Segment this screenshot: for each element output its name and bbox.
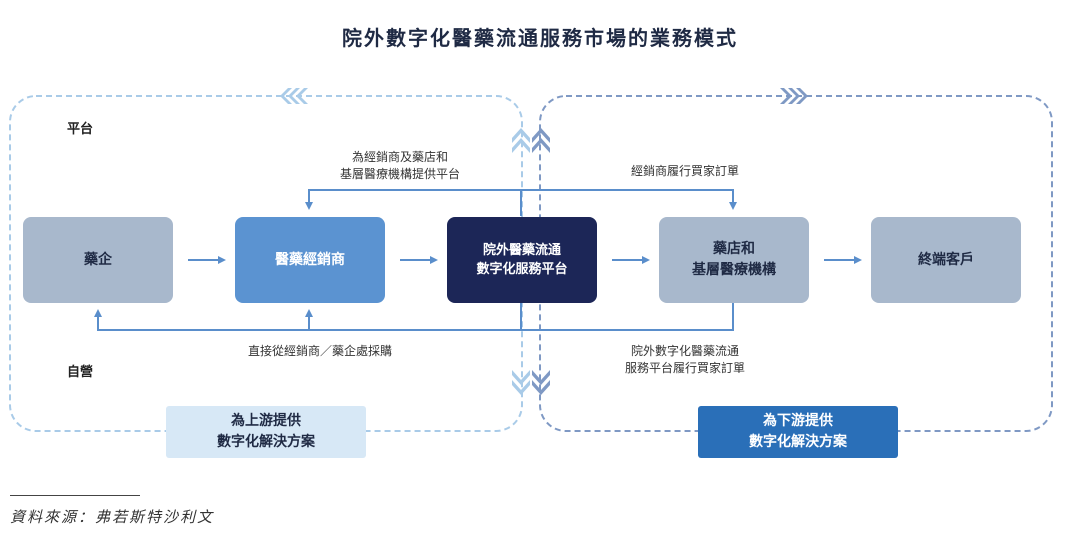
up-chevrons-right-icon xyxy=(532,128,550,153)
node-pharmacy: 藥店和 基層醫療機構 xyxy=(659,217,809,303)
left-chevrons-icon xyxy=(280,88,308,104)
up-chevrons-left-icon xyxy=(512,128,530,153)
node-customer: 終端客戶 xyxy=(871,217,1021,303)
edge-label-bottom-right: 院外數字化醫藥流通 服務平台履行買家訂單 xyxy=(624,344,745,376)
edge-label-top-left: 為經銷商及藥店和 基層醫療機構提供平台 xyxy=(339,150,460,182)
right-chevrons-icon xyxy=(780,88,808,104)
source-note: 資料來源：弗若斯特沙利文 xyxy=(10,508,215,526)
node-pharma: 藥企 xyxy=(23,217,173,303)
downstream-solution: 為下游提供 數字化解決方案 xyxy=(698,406,898,458)
upstream-solution: 為上游提供 數字化解決方案 xyxy=(166,406,366,458)
top-connector-right xyxy=(521,189,737,210)
source-rule xyxy=(10,495,140,496)
edge-label-top-right: 經銷商履行買家訂單 xyxy=(630,164,739,178)
down-chevrons-right-icon xyxy=(532,370,550,395)
top-connector xyxy=(305,189,522,216)
node-distributor: 醫藥經銷商 xyxy=(235,217,385,303)
down-chevrons-left-icon xyxy=(512,370,530,395)
bottom-connector-left xyxy=(94,303,734,331)
node-customer-label: 終端客戶 xyxy=(918,251,974,268)
page-title: 院外數字化醫藥流通服務市場的業務模式 xyxy=(342,26,738,50)
node-platform: 院外醫藥流通 數字化服務平台 xyxy=(447,217,597,303)
side-label-platform: 平台 xyxy=(67,122,94,137)
node-pharma-label: 藥企 xyxy=(84,251,112,268)
node-distributor-label: 醫藥經銷商 xyxy=(275,251,345,268)
edge-label-bottom-left: 直接從經銷商／藥企處採購 xyxy=(247,344,392,358)
side-label-self: 自營 xyxy=(67,365,94,380)
node-pharmacy-label: 藥店和 基層醫療機構 xyxy=(692,241,776,278)
node-platform-label: 院外醫藥流通 數字化服務平台 xyxy=(476,242,568,278)
